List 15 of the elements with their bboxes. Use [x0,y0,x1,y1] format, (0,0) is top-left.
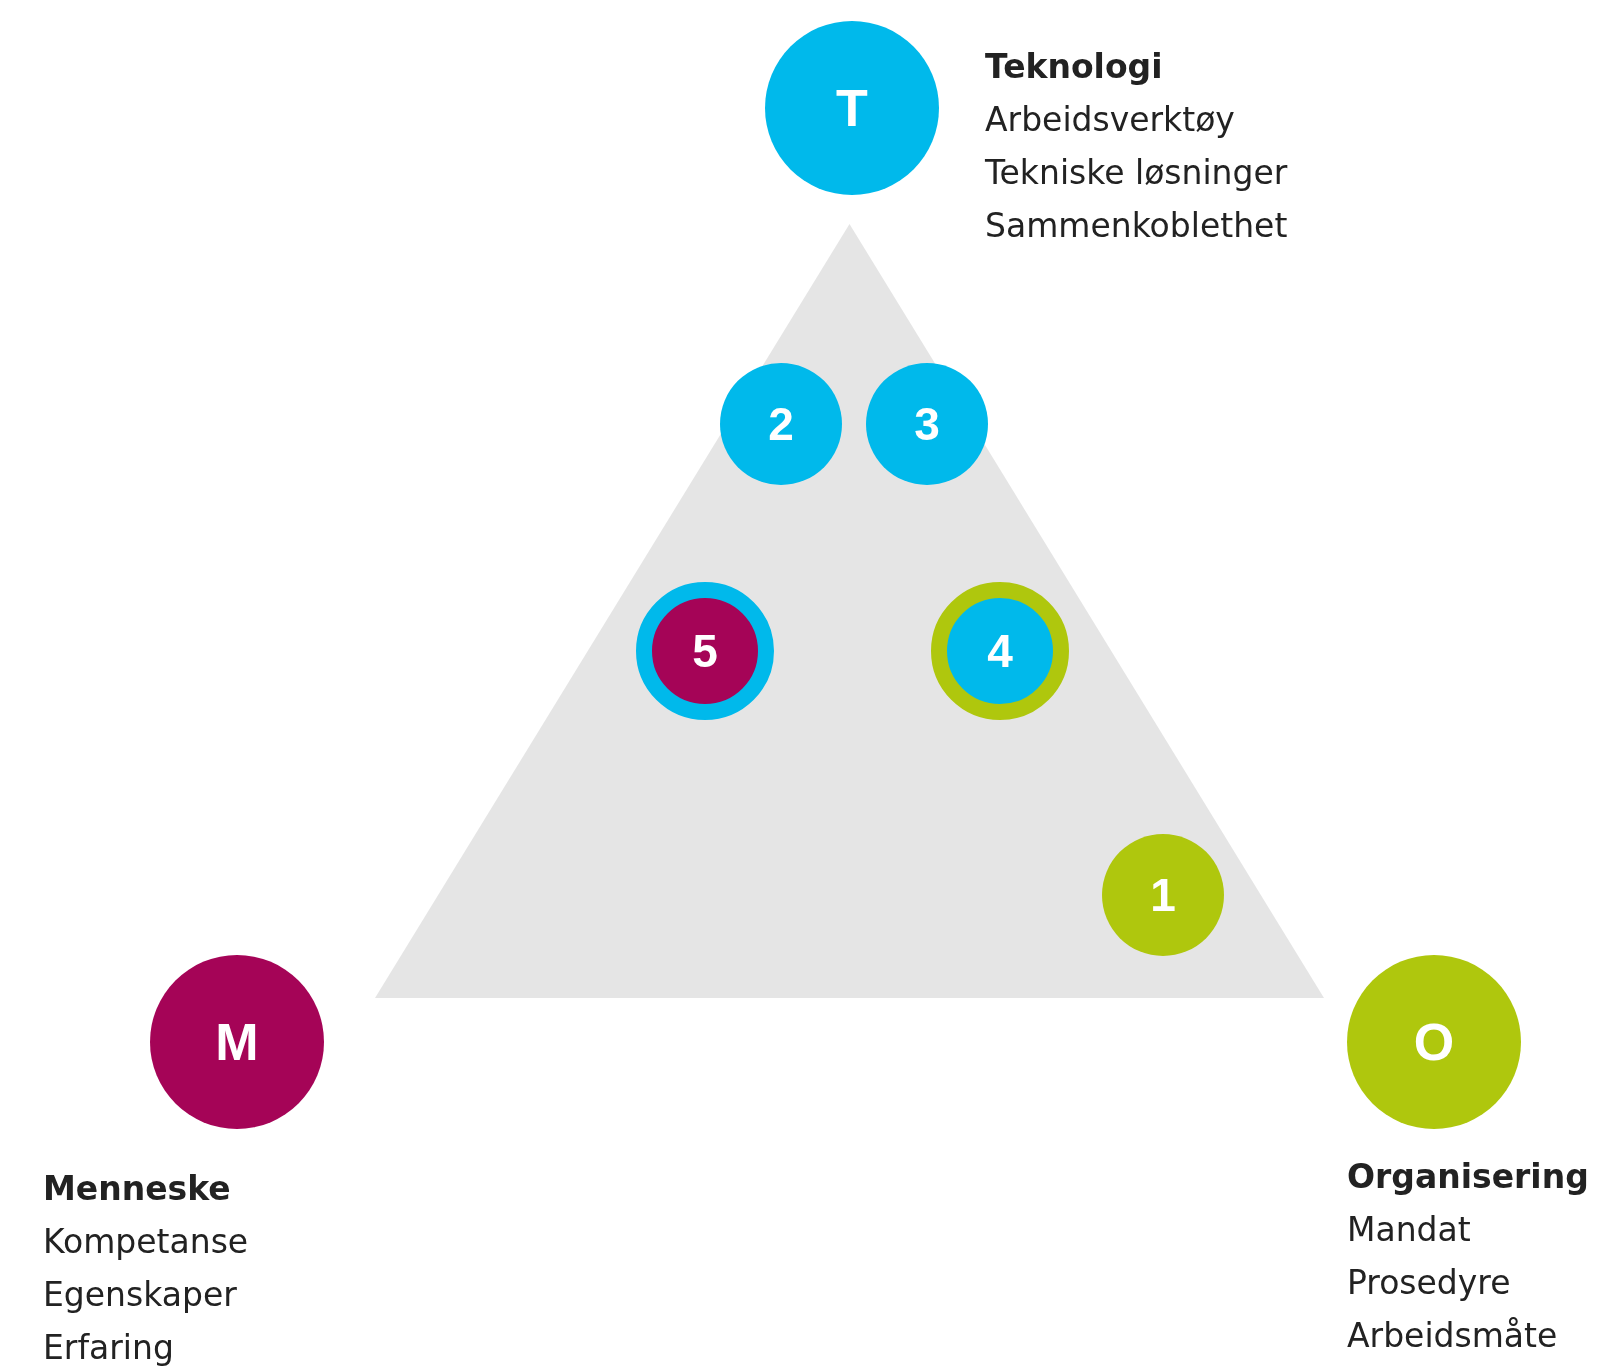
letter-circle: T [765,21,939,195]
category-heading: Menneske [43,1168,232,1210]
category-item: Arbeidsverktøy [985,99,1236,141]
category-item: Kompetanse [43,1221,249,1263]
category-item: Egenskaper [43,1274,238,1316]
letter-circle: O [1347,955,1521,1129]
category-item: Arbeidsmåte [1347,1315,1559,1357]
category-item: Prosedyre [1347,1262,1512,1304]
category-heading: Teknologi [985,46,1164,88]
category-item: Mandat [1347,1209,1472,1251]
letter-circle: M [150,955,324,1129]
category-heading: Organisering [1347,1156,1589,1198]
category-item: Sammenkoblethet [985,205,1288,247]
category-item: Erfaring [43,1327,175,1369]
category-item: Tekniske løsninger [985,152,1288,194]
